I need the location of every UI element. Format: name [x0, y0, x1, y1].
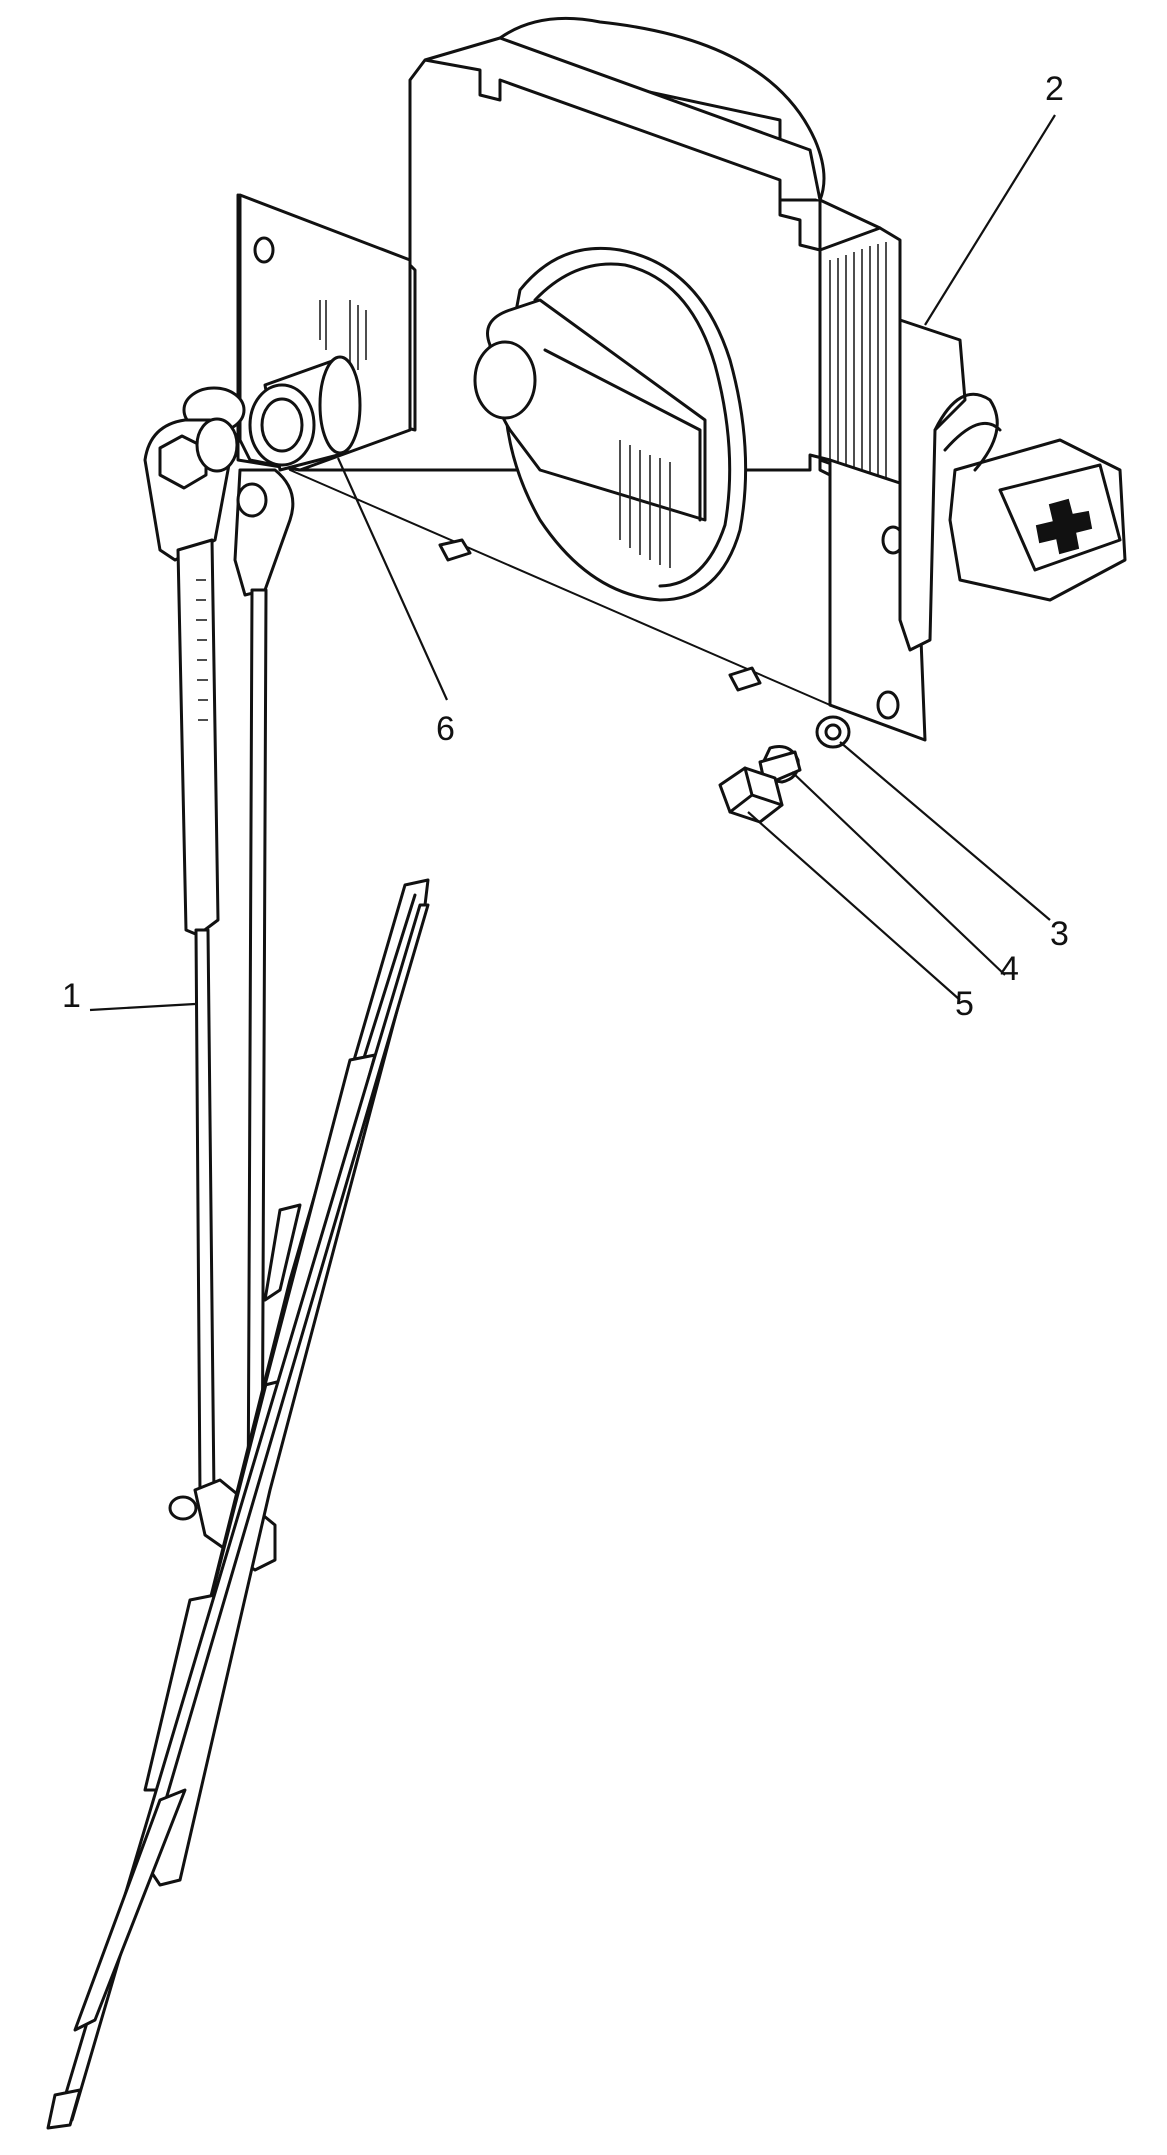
leader-1 — [89, 1002, 196, 1012]
callout-5: 5 — [955, 985, 974, 1023]
plate-lower-edge-line — [289, 469, 831, 706]
wiper-arm-hex-nut — [158, 434, 208, 490]
callout-1: 1 — [62, 977, 81, 1015]
drive-shaft-collar — [318, 355, 362, 455]
plate-hole-right-bottom — [876, 690, 900, 720]
leader-4 — [791, 771, 1006, 976]
wiper-motor-assembly — [236, 16, 1127, 742]
connector-face — [998, 463, 1122, 572]
arm-hatching — [196, 579, 208, 721]
washer-hole — [824, 723, 842, 741]
leader-3 — [839, 741, 1051, 921]
leader-6 — [336, 457, 449, 701]
wiper-arm-rod — [194, 928, 216, 1497]
link-arm-pivot — [236, 482, 268, 518]
plate-hole-left — [253, 236, 275, 264]
connector-block — [948, 438, 1127, 602]
blade-lower-frame — [73, 1788, 187, 2032]
side-hatching — [829, 242, 887, 486]
blade-yoke-mid — [263, 1203, 302, 1302]
fastener-group — [718, 715, 851, 824]
clip-pin-left — [168, 1495, 198, 1521]
plate-clip-1 — [438, 538, 472, 562]
housing-shading — [619, 440, 671, 568]
plate-clip-2 — [728, 666, 762, 692]
connector-cross — [1035, 498, 1093, 555]
blade-tip — [46, 2088, 82, 2130]
washer — [815, 715, 851, 749]
drive-shaft-nut — [248, 383, 316, 467]
wiper-arm-assembly — [46, 417, 430, 2130]
pivot-washer — [195, 417, 239, 473]
housing-tab-edge — [543, 348, 702, 522]
bolt-head-facet — [728, 766, 784, 814]
callout-6: 6 — [436, 710, 455, 748]
connector-wires — [933, 392, 1002, 472]
callout-3: 3 — [1050, 915, 1069, 953]
housing-rim — [533, 262, 732, 588]
callout-4: 4 — [1000, 950, 1019, 988]
leader-2 — [924, 114, 1056, 326]
callout-2: 2 — [1045, 70, 1064, 108]
gearbox-housing — [898, 318, 967, 652]
callout-leaders — [89, 114, 1056, 1012]
housing-knob — [473, 340, 537, 420]
callout-labels: 1 2 3 4 5 6 — [62, 70, 1069, 1023]
leader-5 — [747, 811, 961, 1001]
motor-rear-drum — [498, 16, 826, 202]
drive-shaft-thread — [260, 397, 304, 453]
wiper-arm-main — [176, 538, 220, 937]
